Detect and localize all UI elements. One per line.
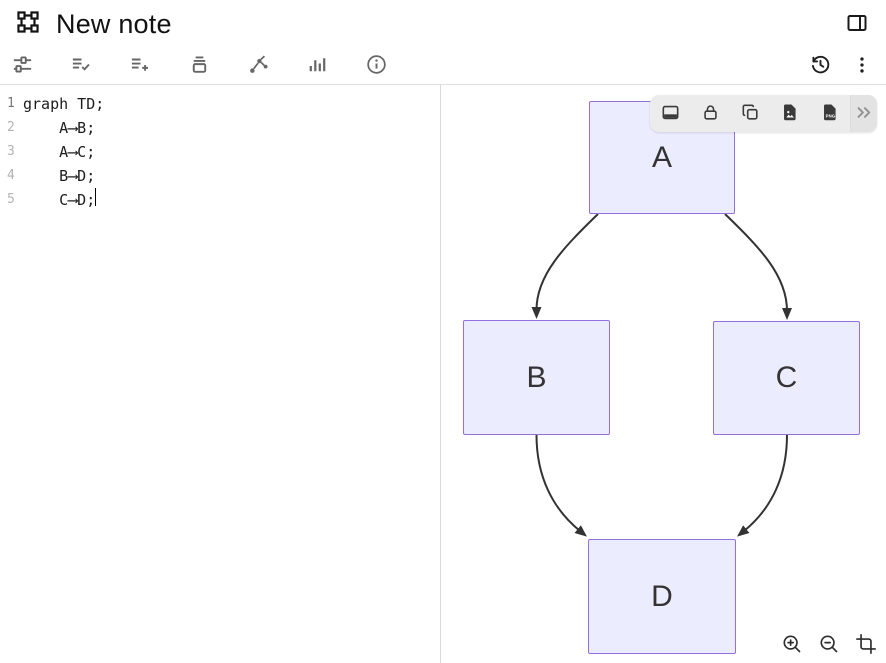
graph-nodes-button[interactable]	[246, 52, 270, 80]
code-text[interactable]: A⟶B;	[23, 119, 96, 137]
export-image-button[interactable]	[770, 95, 810, 132]
code-text[interactable]: C⟶D;	[23, 191, 96, 209]
line-number: 1	[7, 96, 15, 111]
zoom-out-button[interactable]	[817, 633, 841, 657]
panel-toggle-button[interactable]	[840, 7, 874, 41]
duplicate-copy-icon	[740, 102, 761, 126]
more-options-button[interactable]	[848, 52, 876, 80]
code-text[interactable]: graph TD;	[23, 95, 105, 113]
diagram-node-C[interactable]: C	[713, 321, 860, 435]
diagram-preview[interactable]: A B C D	[441, 85, 886, 663]
diagram-node-D[interactable]: D	[588, 539, 736, 654]
code-text[interactable]: A⟶C;	[23, 143, 96, 161]
panel-bottom-button[interactable]	[650, 95, 690, 132]
zoom-controls	[780, 633, 878, 657]
node-label: D	[651, 579, 673, 613]
diagram-edges	[531, 213, 792, 537]
node-label: A	[651, 140, 672, 174]
line-number: 3	[7, 144, 15, 159]
crop-button[interactable]	[854, 633, 878, 657]
zoom-out-icon	[818, 633, 840, 658]
diagram-floating-toolbar: PNG	[650, 95, 877, 132]
crop-icon	[855, 633, 877, 658]
info-icon	[365, 53, 388, 79]
graph-nodes-icon	[247, 53, 270, 79]
note-title[interactable]: New note	[56, 8, 172, 39]
duplicate-button[interactable]	[730, 95, 770, 132]
tune-sliders-icon	[11, 53, 34, 79]
archive-button[interactable]	[187, 52, 211, 80]
main-toolbar	[0, 48, 886, 84]
code-line[interactable]: 3 A⟶C;	[0, 140, 440, 164]
png-file-icon: PNG	[820, 102, 841, 126]
code-line[interactable]: 2 A⟶B;	[0, 116, 440, 140]
more-options-kebab-icon	[851, 54, 873, 79]
history-icon	[809, 53, 832, 79]
svg-text:PNG: PNG	[825, 113, 835, 118]
history-button[interactable]	[806, 52, 834, 80]
code-line[interactable]: 1 graph TD;	[0, 92, 440, 116]
zoom-in-button[interactable]	[780, 633, 804, 657]
image-file-icon	[780, 102, 801, 126]
checklist-icon	[70, 53, 93, 79]
line-number: 2	[7, 120, 15, 135]
transform-frame-icon	[15, 9, 41, 40]
panel-right-icon	[845, 11, 869, 38]
code-line[interactable]: 5 C⟶D;	[0, 188, 440, 212]
double-chevron-right-icon	[855, 103, 874, 125]
node-label: B	[526, 360, 547, 394]
add-to-list-icon	[129, 53, 152, 79]
tune-sliders-button[interactable]	[10, 52, 34, 80]
bar-chart-icon	[306, 53, 329, 79]
archive-icon	[188, 53, 211, 79]
line-number: 4	[7, 168, 15, 183]
export-png-button[interactable]: PNG	[810, 95, 850, 132]
lock-button[interactable]	[690, 95, 730, 132]
toolbar-divider	[0, 84, 886, 85]
lock-icon	[700, 102, 721, 126]
expand-more-button[interactable]	[850, 95, 877, 132]
bar-chart-button[interactable]	[305, 52, 329, 80]
diagram-node-B[interactable]: B	[463, 320, 610, 435]
checklist-button[interactable]	[69, 52, 93, 80]
app-logo-button[interactable]	[12, 8, 44, 40]
info-button[interactable]	[364, 52, 388, 80]
add-to-list-button[interactable]	[128, 52, 152, 80]
code-editor[interactable]: 1 graph TD; 2 A⟶B; 3 A⟶C; 4 B⟶D; 5 C⟶D;	[0, 85, 441, 663]
code-line[interactable]: 4 B⟶D;	[0, 164, 440, 188]
text-cursor	[95, 188, 97, 206]
panel-bottom-icon	[660, 102, 681, 126]
zoom-in-icon	[781, 633, 803, 658]
code-text[interactable]: B⟶D;	[23, 167, 96, 185]
node-label: C	[775, 361, 798, 394]
app-header: New note	[0, 0, 886, 48]
line-number: 5	[7, 192, 15, 207]
